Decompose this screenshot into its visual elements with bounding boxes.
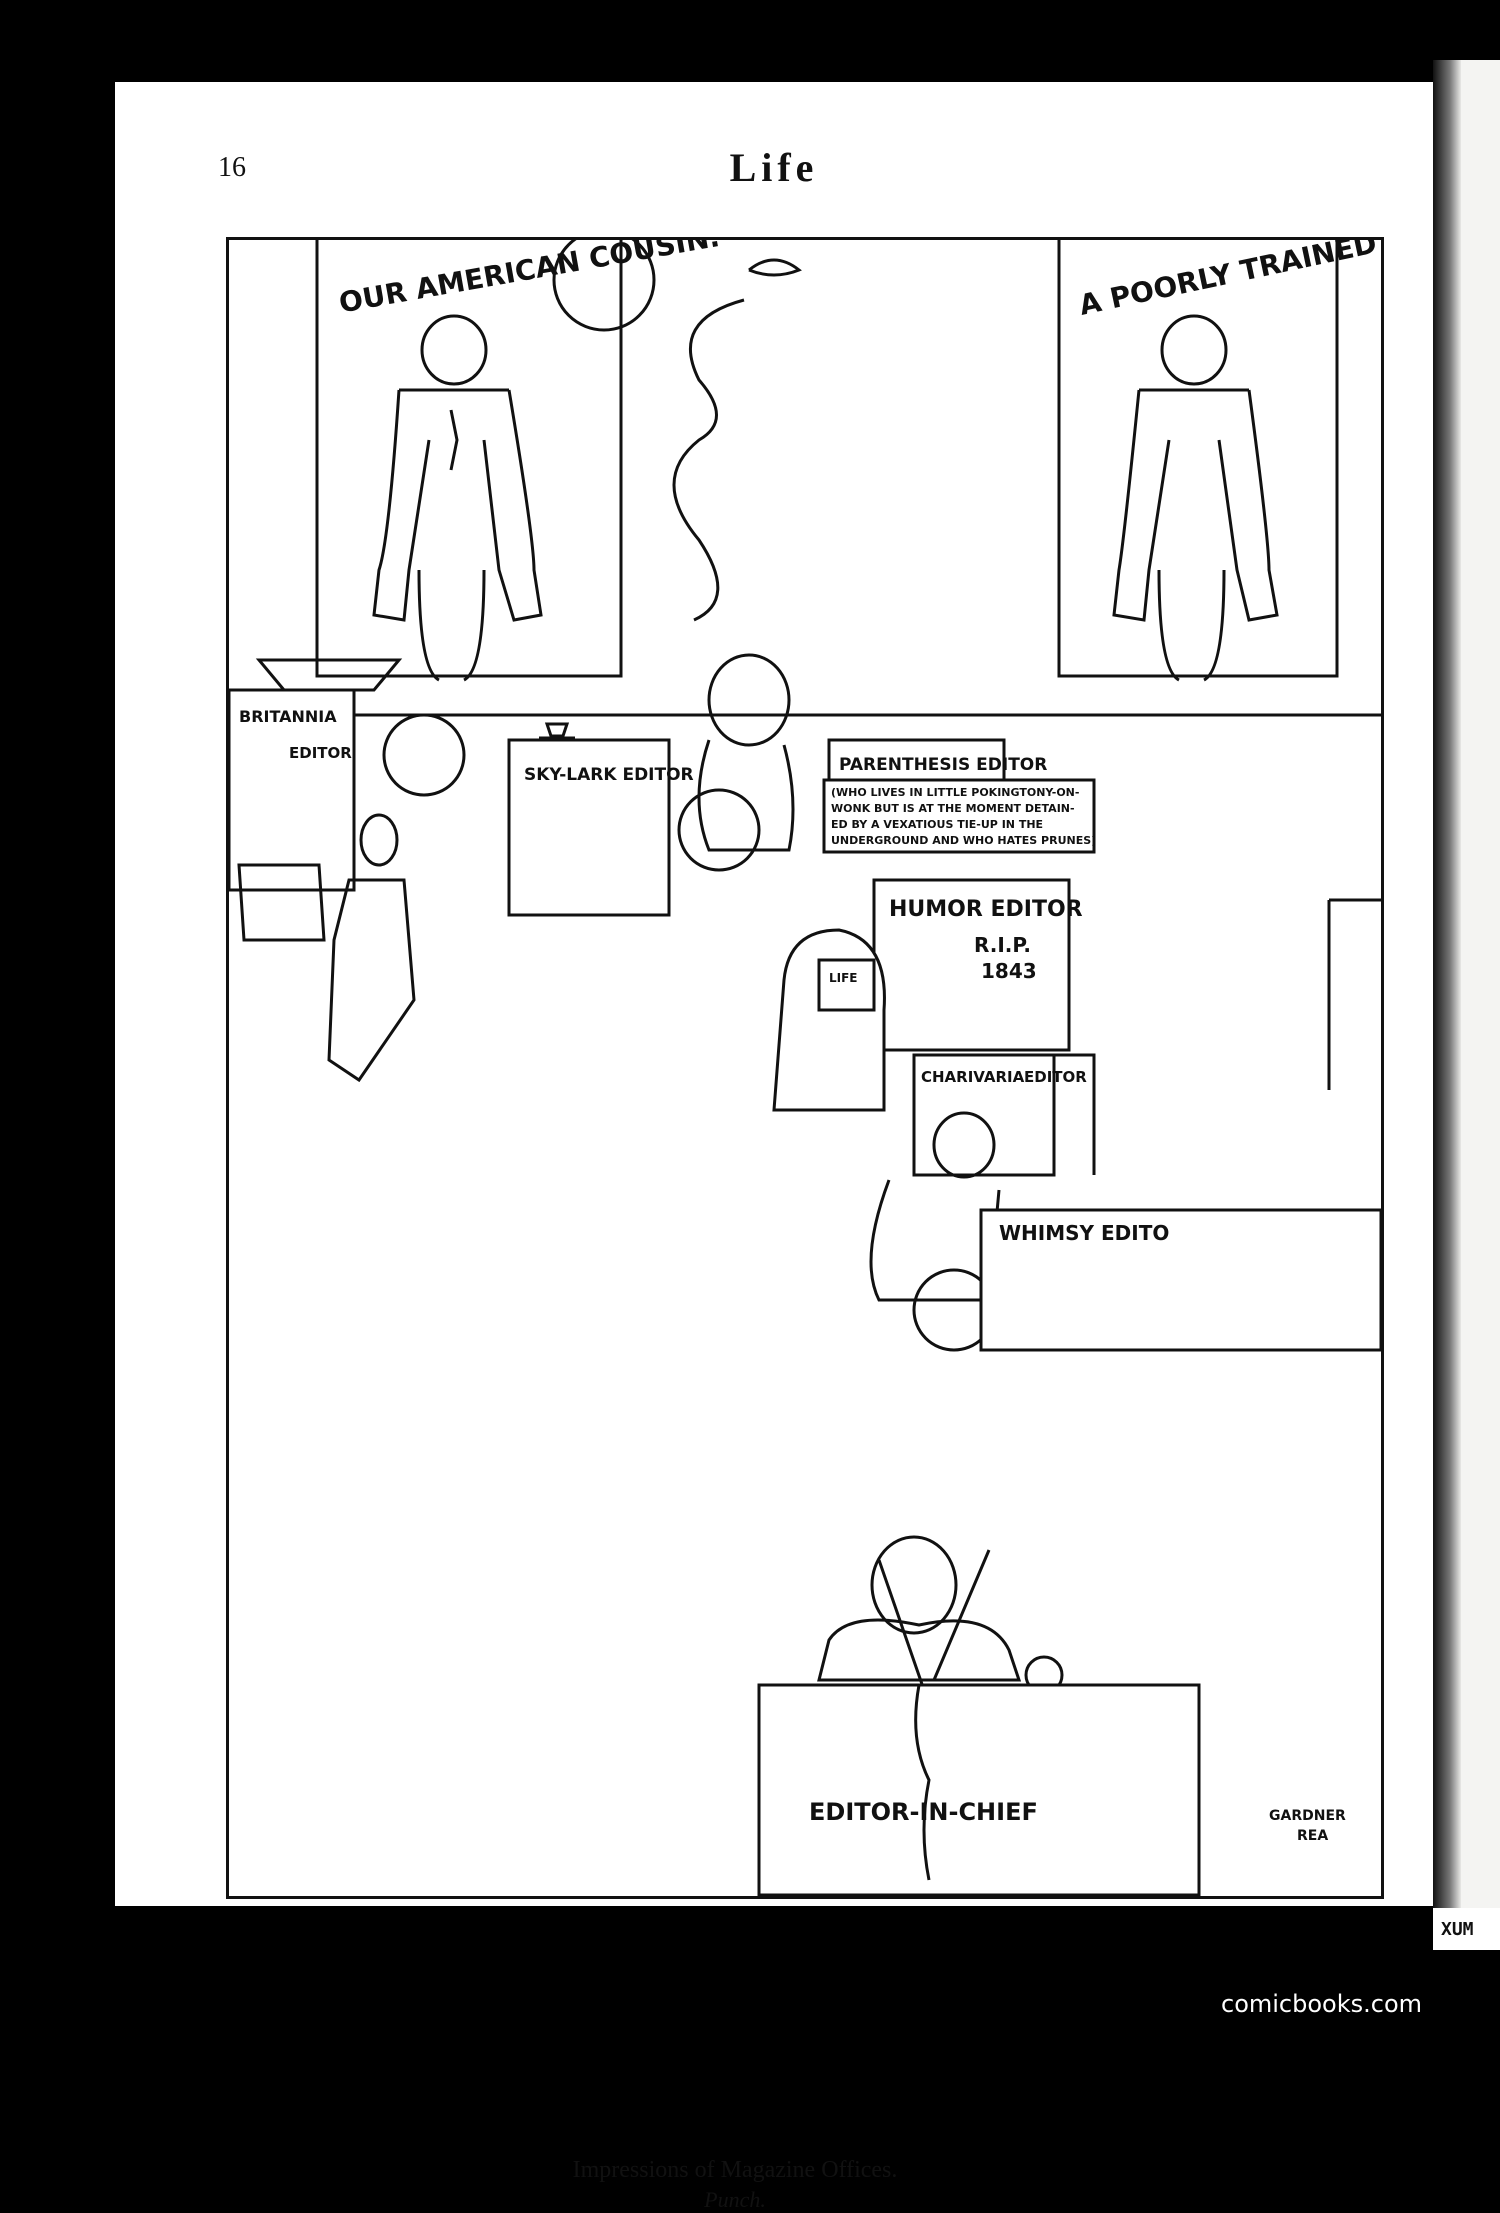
parenthesis-note-3: ED BY A VEXATIOUS TIE-UP IN THE [831,818,1043,831]
caption-title: Impressions of Magazine Offices. [572,2157,898,2183]
page-gutter-shadow [1433,60,1461,1910]
page-tab: XUM [1433,1908,1500,1950]
masthead: Life [729,145,819,190]
whimsy-label: WHIMSY EDITO [999,1221,1169,1245]
cup [539,722,575,740]
chief-label: EDITOR-IN-CHIEF [809,1798,1038,1826]
charivaria-desk [912,1053,1056,1177]
wheelchair-wheel [382,713,466,797]
editor-in-chief-desk [757,1683,1201,1896]
whimsy-desk [979,1208,1381,1352]
skylark-label: SKY-LARK EDITOR [524,765,694,785]
tomb-year: 1843 [981,959,1037,983]
magazine-page: 16 Life OUR AMERICAN COUSIN. A POORLY TR… [115,82,1433,1906]
skylark-editor-figure [677,653,795,872]
artist-signature-2: REA [1297,1828,1328,1844]
adjacent-page-edge [1433,60,1500,1910]
ship-tray [255,658,403,692]
skylark-desk [507,738,671,917]
knitting-yarn [914,1684,931,1881]
cartoon-drawing: OUR AMERICAN COUSIN. A POORLY TRAINED AP… [229,240,1381,1896]
sun-drawing [552,240,656,332]
britannia-desk [229,688,356,892]
site-watermark: comicbooks.com [1221,1990,1423,2018]
artist-signature-1: GARDNER [1269,1808,1346,1824]
trained-ape-figure [1112,314,1279,682]
humor-editor-figure: LIFE [772,928,886,1112]
charivaria-label-1: CHARIVARIA [921,1068,1025,1086]
parenthesis-desk [827,738,1006,782]
parenthesis-note-1: (WHO LIVES IN LITTLE POKINGTONY-ON- [831,786,1079,799]
poster-right-title: A POORLY TRAINED APE. [1076,240,1381,322]
poster-right [1057,240,1339,678]
cartoon-panel: OUR AMERICAN COUSIN. A POORLY TRAINED AP… [226,237,1384,1899]
parenthesis-note-box [822,778,1096,854]
american-cousin-figure [372,314,543,682]
caption-source: Punch. [704,2187,766,2212]
parenthesis-label: PARENTHESIS EDITOR [839,755,1047,775]
humor-label: HUMOR EDITOR [889,897,1083,922]
waiter-figure [237,813,416,1083]
skylark-song-loop [672,298,745,622]
editor-in-chief-figure [817,1535,1064,1695]
parenthesis-note-4: UNDERGROUND AND WHO HATES PRUNES) [831,834,1096,847]
tomb-rip: R.I.P. [974,933,1031,957]
poster-left-title: OUR AMERICAN COUSIN. [336,240,722,319]
right-side-table [1327,898,1381,1090]
charivaria-label-2: EDITOR [1024,1068,1087,1086]
bird-drawing [748,258,802,277]
charivaria-desk-side [1054,1053,1096,1175]
britannia-label-1: BRITANNIA [239,707,337,726]
magazine-label: LIFE [829,971,858,985]
page-number: 16 [218,152,246,183]
parenthesis-note-2: WONK BUT IS AT THE MOMENT DETAIN- [831,802,1075,815]
britannia-label-2: EDITOR [289,744,352,762]
